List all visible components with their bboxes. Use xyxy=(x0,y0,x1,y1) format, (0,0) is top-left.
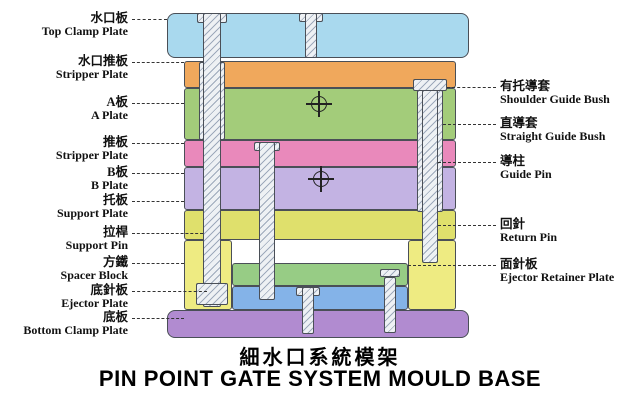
label-en: Return Pin xyxy=(500,230,557,244)
label-en: Spacer Block xyxy=(60,268,128,282)
crosshair-circle xyxy=(311,96,327,112)
label-cn: 方鐵 xyxy=(102,255,128,269)
label-cn: 水口推板 xyxy=(77,54,128,68)
label-en: Stripper Plate xyxy=(55,67,128,81)
support-pin-shaft xyxy=(203,13,221,307)
label-en: Stripper Plate xyxy=(55,148,128,162)
leader-line xyxy=(132,173,184,174)
top-bolt-shaft xyxy=(305,13,317,58)
part-stripper-plate-top xyxy=(184,61,456,88)
label-en: Support Pin xyxy=(65,238,128,252)
label-a-plate: A板 A Plate xyxy=(0,96,128,122)
part-support-plate xyxy=(184,210,456,240)
leader-line xyxy=(438,162,496,163)
label-spacer-block: 方鐵 Spacer Block xyxy=(0,256,128,282)
label-en: Top Clamp Plate xyxy=(41,24,128,38)
label-stripper-plate: 推板 Stripper Plate xyxy=(0,136,128,162)
leader-line xyxy=(132,291,207,292)
label-en: Guide Pin xyxy=(500,167,552,181)
label-ejector-retainer-plate: 面針板 Ejector Retainer Plate xyxy=(500,258,638,284)
title-chinese: 細水口系統模架 xyxy=(239,347,401,369)
leader-line xyxy=(132,143,184,144)
label-cn: 推板 xyxy=(102,135,128,149)
label-stripper-plate-top: 水口推板 Stripper Plate xyxy=(0,55,128,81)
center-pin-shaft xyxy=(259,142,275,300)
label-en: Ejector Retainer Plate xyxy=(500,270,615,284)
label-cn: 直導套 xyxy=(500,116,538,130)
label-cn: 導柱 xyxy=(500,154,526,168)
label-en: Shoulder Guide Bush xyxy=(500,92,610,106)
label-guide-pin: 導柱 Guide Pin xyxy=(500,155,638,181)
shoulder-guide-bush-flange xyxy=(413,79,447,91)
leader-line xyxy=(132,103,184,104)
label-cn: 底針板 xyxy=(90,283,128,297)
part-bottom-clamp-plate xyxy=(167,310,469,338)
part-ejector-retainer-plate xyxy=(232,263,408,286)
label-cn: 回針 xyxy=(500,217,526,231)
leader-line xyxy=(447,87,496,88)
label-b-plate: B板 B Plate xyxy=(0,166,128,192)
leader-line xyxy=(132,318,184,319)
label-cn: 有托導套 xyxy=(500,79,551,93)
label-shoulder-guide-bush: 有托導套 Shoulder Guide Bush xyxy=(500,80,638,106)
leader-line xyxy=(438,225,496,226)
label-return-pin: 回針 Return Pin xyxy=(500,218,638,244)
label-support-plate: 托板 Support Plate xyxy=(0,194,128,220)
crosshair-circle xyxy=(313,171,329,187)
label-en: Support Plate xyxy=(56,206,128,220)
leader-line xyxy=(443,124,496,125)
crosshair-icon xyxy=(306,91,332,117)
label-cn: 底板 xyxy=(102,310,128,324)
label-ejector-plate: 底針板 Ejector Plate xyxy=(0,284,128,310)
leader-line xyxy=(408,265,496,266)
support-pin-foot xyxy=(196,283,228,305)
label-en: Bottom Clamp Plate xyxy=(23,323,128,337)
crosshair-icon xyxy=(308,166,334,192)
leader-line xyxy=(132,263,184,264)
ejector-screw-head xyxy=(380,269,400,277)
label-cn: B板 xyxy=(107,165,128,179)
label-cn: 水口板 xyxy=(90,11,128,25)
label-cn: 拉桿 xyxy=(102,225,128,239)
label-en: A Plate xyxy=(91,108,128,122)
label-cn: 托板 xyxy=(102,193,128,207)
label-cn: 面針板 xyxy=(500,257,538,271)
label-bottom-clamp-plate: 底板 Bottom Clamp Plate xyxy=(0,311,128,337)
leader-line xyxy=(132,201,184,202)
ejector-screw-shaft xyxy=(384,277,396,333)
label-support-pin: 拉桿 Support Pin xyxy=(0,226,128,252)
label-en: Ejector Plate xyxy=(61,296,128,310)
leader-line xyxy=(132,19,167,20)
label-straight-guide-bush: 直導套 Straight Guide Bush xyxy=(500,117,638,143)
label-top-clamp-plate: 水口板 Top Clamp Plate xyxy=(0,12,128,38)
leader-line xyxy=(132,233,203,234)
label-en: Straight Guide Bush xyxy=(500,129,606,143)
part-stripper-plate xyxy=(184,140,456,167)
bottom-bolt-shaft xyxy=(302,287,314,334)
label-cn: A板 xyxy=(106,95,128,109)
label-en: B Plate xyxy=(91,178,128,192)
title-english: PIN POINT GATE SYSTEM MOULD BASE xyxy=(98,366,542,391)
guide-pin-shaft xyxy=(422,90,438,263)
leader-line xyxy=(132,62,184,63)
